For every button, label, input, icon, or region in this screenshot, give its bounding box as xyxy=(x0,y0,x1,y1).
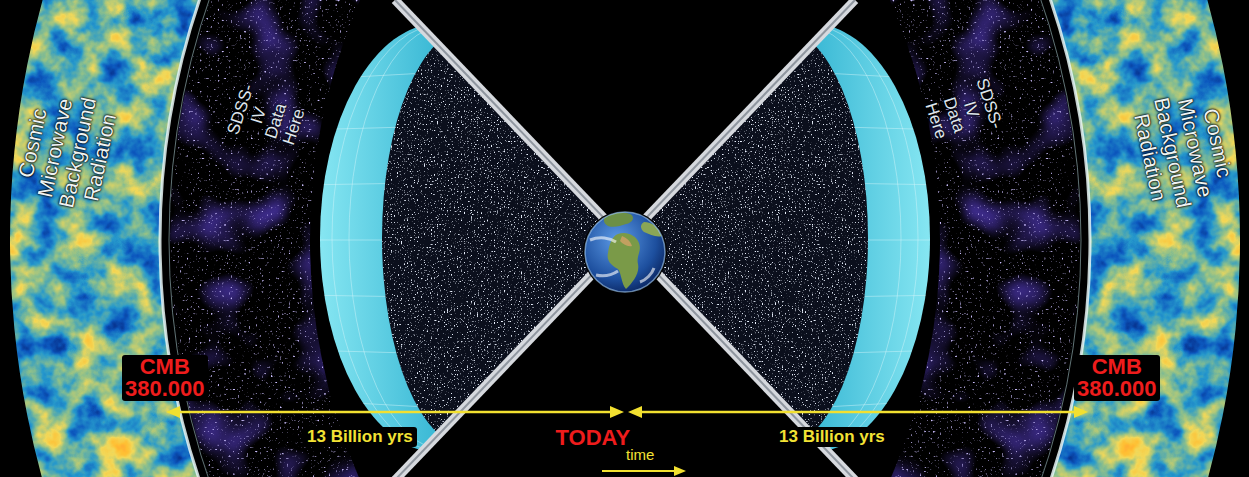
distance-label: 13 Billion yrs xyxy=(303,427,417,448)
epoch-label: TODAY xyxy=(553,426,634,450)
region-label: SDSS-IV Data Here xyxy=(224,82,311,155)
axis-label: time xyxy=(623,447,657,464)
cone-edges xyxy=(395,0,855,477)
time-direction-arrow xyxy=(602,466,686,476)
region-label: SDSS-IV Data Here xyxy=(918,76,1005,149)
region-label: Cosmic Microwave Background Radiation xyxy=(9,86,123,215)
epoch-label: CMB 380.000 xyxy=(1074,355,1160,401)
time-span-arrows xyxy=(166,406,1088,418)
epoch-label: CMB 380.000 xyxy=(122,355,208,401)
region-label: Cosmic Microwave Background Radiation xyxy=(1127,86,1241,215)
distance-label: 13 Billion yrs xyxy=(775,427,889,448)
earth-globe xyxy=(583,210,667,294)
